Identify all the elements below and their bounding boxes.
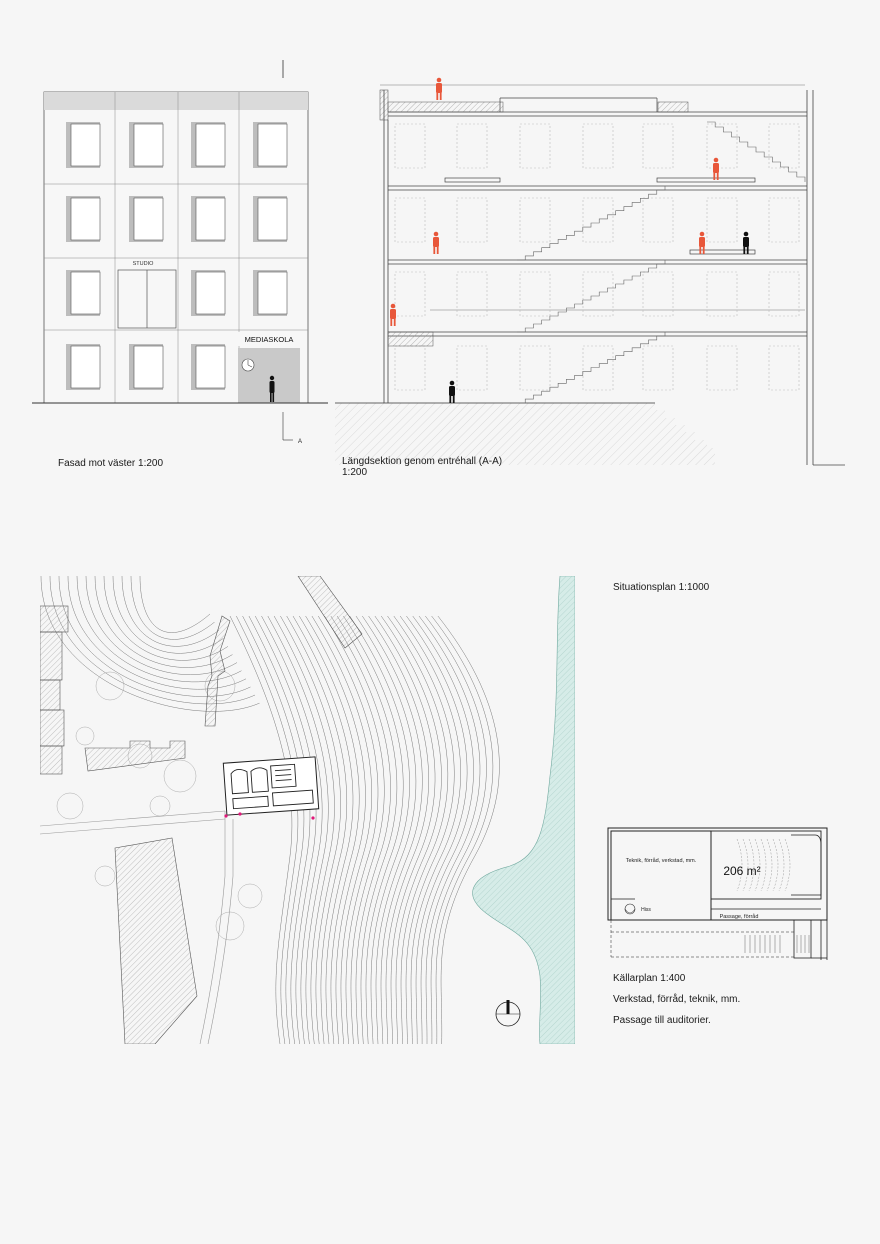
mediaskola-sign: MEDIASKOLA [245,335,294,344]
interior-opening [394,271,426,317]
interior-opening [642,197,674,243]
stairs [517,121,806,404]
facade-window [66,122,101,168]
existing-buildings [40,576,363,1044]
basement-plan: Teknik, förråd, verkstad, mm. 206 m² His… [607,827,828,960]
facade-drawing: STUDIO MEDIASKOLA A [32,60,328,445]
interior-opening [642,271,674,317]
facade-window [191,344,226,390]
person-figure [436,77,442,100]
interior-opening [582,197,614,243]
facade-caption: Fasad mot väster 1:200 [58,458,164,469]
interior-opening [519,271,551,317]
interior-opening [456,345,488,391]
basement-desc-2: Passage till auditorier. [613,1015,711,1026]
facade-window [253,122,288,168]
interior-opening [519,197,551,243]
contour-lines [40,576,500,1044]
person-figure [449,380,455,403]
north-arrow-icon [495,1000,521,1027]
facade-window [66,196,101,242]
facade-window [253,196,288,242]
section-marker-a: A [298,439,302,445]
site-plan [40,576,575,1044]
basement-desc-1: Verkstad, förråd, teknik, mm. [613,994,741,1005]
interior-opening [394,123,426,169]
interior-opening [642,123,674,169]
facade-window [191,196,226,242]
facade-window [129,344,164,390]
stair-flight [517,332,666,404]
interior-opening [582,271,614,317]
floor-slab [388,331,807,337]
section-caption: Längdsektion genom entréhall (A-A) 1:200 [342,456,503,478]
stair-flight [707,121,806,182]
person-figure [390,303,396,326]
facade-window [191,122,226,168]
facade-window [191,270,226,316]
interior-opening [582,345,614,391]
interior-opening [642,345,674,391]
floor-slab [388,111,807,117]
section-drawing [335,77,845,466]
person-figure [743,231,749,254]
interior-opening [706,271,738,317]
section-windows [394,123,800,391]
facade-window [129,196,164,242]
interior-opening [768,197,800,243]
interior-opening [456,123,488,169]
basement-caption: Källarplan 1:400 [613,973,686,984]
person-figure [699,231,705,254]
facade-window [129,122,164,168]
site-plan-caption: Situationsplan 1:1000 [613,582,710,593]
passage-label: Passage, förråd [720,913,759,920]
interior-opening [519,345,551,391]
interior-opening [394,197,426,243]
floor-slabs [388,97,807,337]
interior-opening [394,345,426,391]
area-label: 206 m² [723,864,760,878]
interior-opening [519,123,551,169]
interior-opening [768,123,800,169]
stair-flight [517,260,666,333]
section-people [390,77,749,403]
interior-opening [768,271,800,317]
facade-window [253,270,288,316]
interior-opening [456,271,488,317]
facade-window [66,344,101,390]
interior-opening [706,123,738,169]
interior-opening [706,197,738,243]
new-building [222,756,320,820]
floor-slab [388,259,807,265]
lift-icon [624,903,636,915]
room-label: Teknik, förråd, verkstad, mm. [626,857,697,864]
floor-slab [388,185,807,191]
person-figure [713,157,719,180]
person-silhouette [269,375,275,402]
person-figure [433,231,439,254]
interior-opening [768,345,800,391]
lift-label: Hiss [641,907,651,913]
facade-window [66,270,101,316]
interior-opening [582,123,614,169]
studio-label: STUDIO [133,261,155,267]
stair-flight [517,186,666,261]
facade-windows [66,122,288,390]
interior-opening [706,345,738,391]
interior-opening [456,197,488,243]
